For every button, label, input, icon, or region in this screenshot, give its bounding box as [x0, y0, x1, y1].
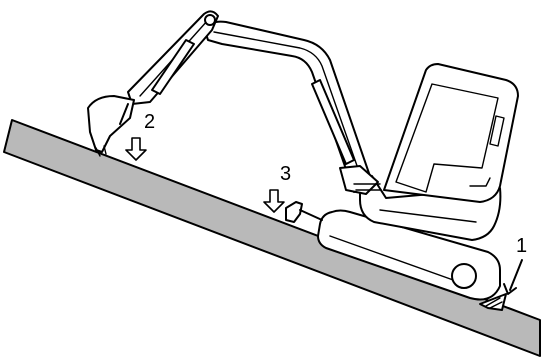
operator-cab [384, 64, 518, 202]
stick [128, 11, 218, 104]
down-arrow-icon [264, 190, 284, 212]
callout-label-3: 3 [280, 163, 291, 185]
boom [204, 22, 380, 194]
leader-line-1 [510, 260, 522, 290]
callout-label-2: 2 [144, 111, 155, 133]
blade-arm [300, 210, 322, 220]
callout-label-1: 1 [516, 235, 527, 257]
callout-1: 1 [504, 235, 527, 294]
down-arrow-icon [126, 138, 146, 160]
callout-3: 3 [264, 163, 291, 212]
bucket [88, 96, 134, 156]
idler-wheel [452, 264, 476, 288]
dozer-blade [286, 202, 322, 222]
blade [286, 202, 302, 222]
stick-pivot [205, 15, 215, 25]
cab-outline [384, 64, 518, 202]
